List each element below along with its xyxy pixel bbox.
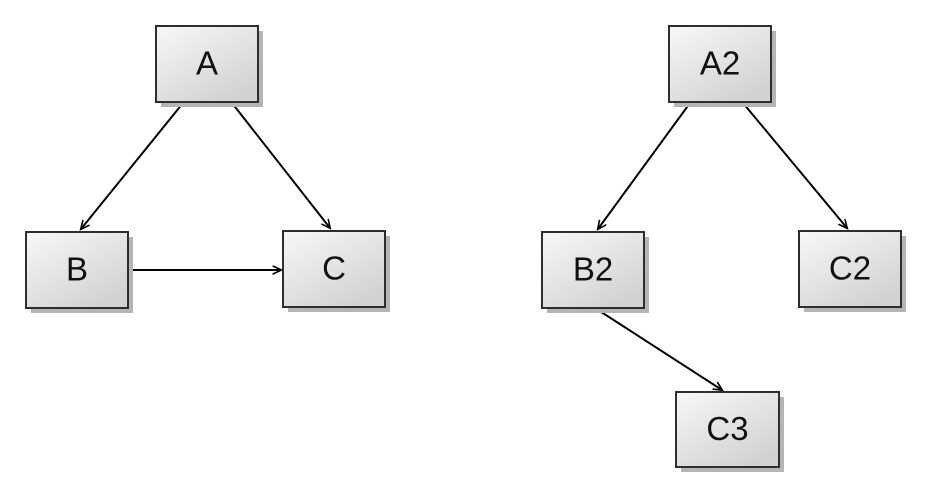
node-box-C[interactable] (282, 230, 386, 308)
node-B2[interactable]: B2 (541, 231, 649, 313)
node-A2[interactable]: A2 (668, 25, 776, 107)
node-box-A[interactable] (155, 25, 259, 103)
node-C3[interactable]: C3 (675, 391, 784, 472)
node-C2[interactable]: C2 (798, 230, 906, 312)
edge-A-C (231, 102, 330, 228)
edge-B2-C3 (594, 307, 722, 390)
edge-A-B (81, 102, 184, 229)
node-box-C2[interactable] (798, 230, 902, 308)
edge-A2-B2 (598, 102, 691, 229)
edge-A2-C2 (742, 102, 847, 228)
node-B[interactable]: B (25, 231, 133, 313)
node-C[interactable]: C (282, 230, 390, 312)
node-A[interactable]: A (155, 25, 263, 107)
node-box-C3[interactable] (675, 391, 780, 468)
node-box-A2[interactable] (668, 25, 772, 103)
left-graph: A B C (25, 25, 390, 313)
node-box-B[interactable] (25, 231, 129, 309)
node-box-B2[interactable] (541, 231, 645, 309)
